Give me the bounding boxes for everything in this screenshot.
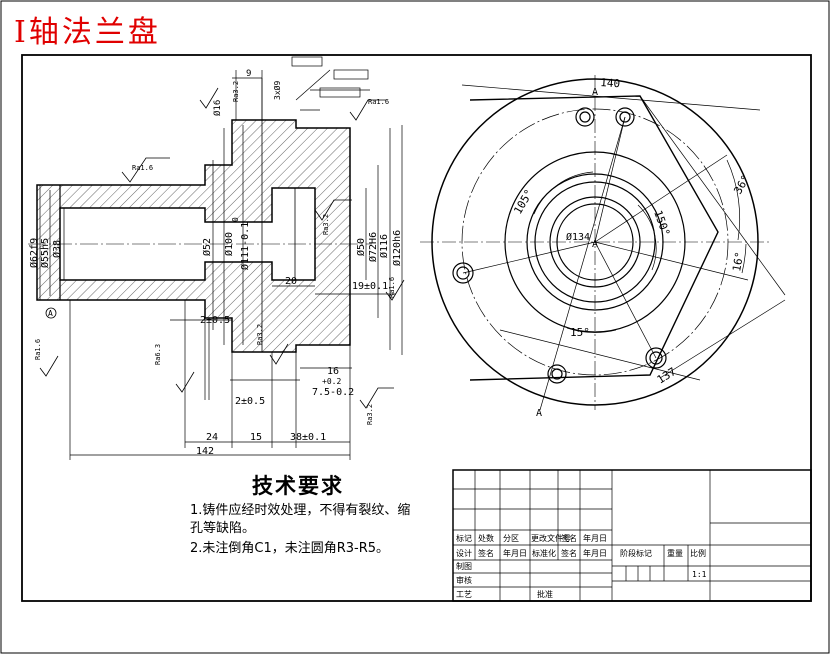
section-hatch — [37, 120, 350, 352]
ra-4: Ra6.3 — [154, 344, 162, 365]
dim-w140: 140 — [600, 76, 621, 90]
ra-3: Ra1.6 — [34, 339, 42, 360]
dim-len15: 15 — [250, 432, 262, 443]
tb-r2-4: 签名 — [561, 548, 577, 558]
dim-d111: Ø111-0.1 — [239, 222, 251, 270]
dim-d62: Ø62f9 — [28, 238, 40, 268]
tb-scale: 1:1 — [692, 570, 707, 579]
drawing-title: I轴法兰盘 — [14, 15, 161, 50]
tb-stage: 阶段标记 — [620, 548, 652, 558]
dim-d55: Ø55h5 — [39, 238, 51, 268]
front-view: 140 137 Ø134 105° 150° 36° 16° 15° A A A — [420, 75, 786, 419]
tech-req-line1: 1.铸件应经时效处理，不得有裂纹、缩 — [190, 503, 411, 518]
dim-len19: 19±0.1 — [352, 281, 388, 292]
dim-d120: Ø120h6 — [391, 230, 403, 266]
tb-weight: 重量 — [667, 548, 683, 558]
tech-req-heading: 技术要求 — [252, 473, 344, 498]
dim-a105: 105° — [511, 187, 536, 216]
tb-r2-3: 标准化 — [532, 548, 556, 558]
ra-2: Ra3.2 — [322, 214, 330, 235]
tech-req-line2: 孔等缺陷。 — [190, 521, 256, 536]
tb-approve: 批准 — [537, 589, 553, 599]
tolerance-frames — [291, 56, 369, 98]
ra-9: Ra1.6 — [388, 277, 396, 298]
tb-r1-2: 分区 — [503, 534, 519, 543]
dim-len16: 16 — [327, 366, 339, 377]
dim-len20: 20 — [285, 276, 297, 287]
dim-d111-top: 0 — [231, 217, 240, 222]
ra-7: Ra1.6 — [368, 98, 389, 106]
inner-frame — [21, 54, 812, 602]
tb-r2-0: 设计 — [456, 548, 472, 558]
tb-r1-0: 标记 — [456, 533, 472, 543]
dim-d52: Ø52 — [201, 238, 213, 256]
tb-r1-5: 年月日 — [583, 533, 607, 543]
dim-len2b: 2±0.5 — [235, 396, 265, 407]
tb-r1-3: 更改文件号 — [531, 533, 571, 543]
dim-d72: Ø72H6 — [367, 232, 379, 262]
dim-d38: Ø38 — [51, 240, 63, 258]
bolt-holes — [452, 107, 667, 384]
tb-process: 工艺 — [456, 590, 472, 599]
dim-len2: 2±0.5 — [200, 315, 230, 326]
dim-a36: 36° — [731, 173, 752, 197]
dim-d100: Ø100 — [223, 232, 235, 256]
roughness-labels: Ra1.6 Ra3.2 Ra1.6 Ra6.3 Ra3.2 Ra3.2 Ra1.… — [34, 81, 396, 425]
tb-r2-5: 年月日 — [583, 548, 607, 558]
ra-5: Ra3.2 — [256, 324, 264, 345]
dim-len24: 24 — [206, 432, 218, 443]
dim-9: 9 — [246, 69, 251, 79]
dim-len38: 38±0.1 — [290, 432, 326, 443]
dim-len142: 142 — [196, 446, 214, 457]
dim-d50: Ø50 — [355, 238, 367, 256]
dim-a15: 15° — [570, 326, 590, 339]
datum-a-circle — [45, 307, 57, 319]
dim-d134: Ø134 — [566, 231, 590, 243]
front-ref-a2: A — [592, 239, 598, 250]
tb-r1-4: 签名 — [561, 533, 577, 543]
dim-d16: Ø16 — [212, 100, 223, 116]
tb-r1-1: 处数 — [478, 533, 494, 543]
section-dims: Ø62f9 Ø55h5 Ø38 Ø52 Ø100 Ø111-0.1 0 Ø50 … — [28, 69, 403, 457]
tb-draw: 制图 — [456, 561, 472, 571]
tech-req-line3: 2.未注倒角C1，未注圆角R3-R5。 — [190, 541, 390, 556]
tb-r2-2: 年月日 — [503, 548, 527, 558]
ra-6: Ra3.2 — [366, 404, 374, 425]
front-ref-a3: A — [536, 408, 542, 419]
front-ref-a: A — [592, 87, 598, 98]
section-bore — [59, 187, 316, 281]
ra-1: Ra1.6 — [132, 164, 153, 172]
dim-len02: +0.2 — [322, 377, 341, 386]
title-block: 标记 处数 分区 更改文件号 签名 年月日 设计 签名 年月日 标准化 签名 年… — [452, 469, 812, 602]
datum-a-label: A — [48, 309, 53, 318]
dim-holes: 3xØ9 — [272, 81, 282, 100]
dim-d116: Ø116 — [378, 234, 390, 258]
front-dims: 140 137 Ø134 105° 150° 36° 16° 15° A A A — [511, 76, 752, 419]
section-view: Ra1.6 Ra3.2 Ra1.6 Ra6.3 Ra3.2 Ra3.2 Ra1.… — [28, 56, 405, 460]
dim-a16: 16° — [730, 251, 746, 273]
dim-len7: 7.5-0.2 — [312, 387, 354, 398]
tb-scale-label: 比例 — [690, 548, 706, 558]
ra-8: Ra3.2 — [232, 81, 240, 102]
tb-r2-1: 签名 — [478, 548, 494, 558]
tb-review: 审核 — [456, 575, 472, 585]
